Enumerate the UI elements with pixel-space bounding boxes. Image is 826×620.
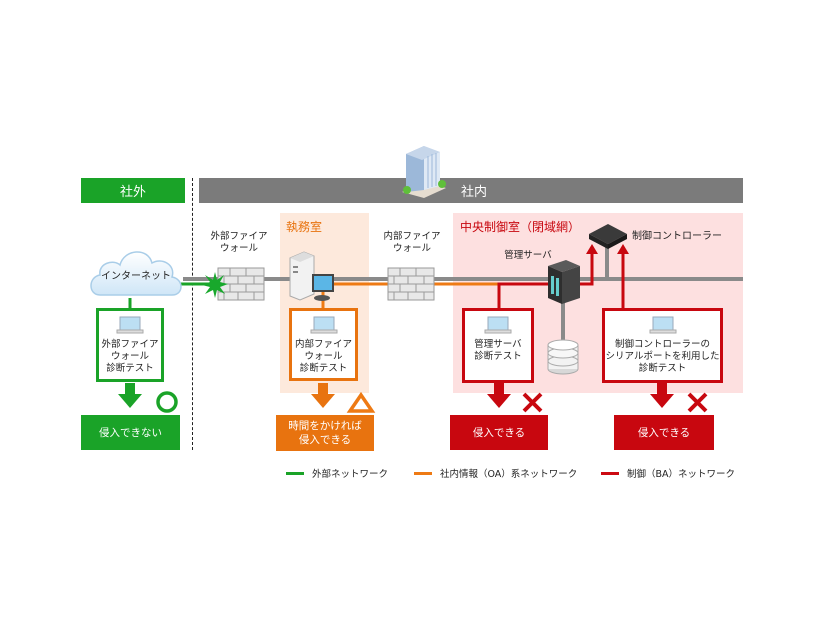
external-firewall-test-box: 外部ファイア ウォール 診断テスト [96,308,164,382]
management-server-label: 管理サーバ [504,250,552,261]
legend-label: 制御（BA）ネットワーク [627,469,736,480]
ba-arrow-head-1 [586,244,598,254]
management-server-test-box: 管理サーバ 診断テスト [462,308,534,383]
laptop-icon [649,316,677,336]
controller-label: 制御コントローラー [632,231,722,242]
boundary-divider [192,178,193,450]
attack-burst-icon [202,272,228,298]
controller-serial-test-box: 制御コントローラーの シリアルポートを利用した 診断テスト [602,308,723,383]
legend-label: 外部ネットワーク [312,469,389,480]
external-firewall-label: 外部ファイア ウォール [210,231,268,254]
building-icon [402,146,446,198]
legend-item-oa: 社内情報（OA）系ネットワーク [414,466,577,480]
ba-arrow-head-2 [617,244,629,254]
legend-swatch [414,471,432,475]
ba-network-line [497,252,594,309]
laptop-icon [310,316,338,336]
legend-swatch [286,471,304,475]
internal-firewall-label: 内部ファイア ウォール [383,231,441,254]
management-server-icon [548,260,580,304]
circle-ok-icon [156,391,178,413]
controller-icon [589,224,627,249]
external-firewall-icon [217,267,265,301]
outside-header-label: 社外 [119,185,146,200]
legend-label: 社内情報（OA）系ネットワーク [440,469,578,480]
controller-serial-test-label: 制御コントローラーの シリアルポートを利用した 診断テスト [605,339,720,374]
laptop-icon [116,316,144,336]
legend-swatch [601,471,619,475]
outside-header: 社外 [81,178,185,203]
office-zone-title: 執務室 [286,220,323,234]
internet-label: インターネット [101,271,171,282]
inside-header-label: 社内 [461,185,488,200]
down-arrow-icon [118,383,142,408]
pc-workstation-icon [289,251,334,301]
result-internal: 時間をかければ 侵入できる [276,415,374,451]
management-server-test-label: 管理サーバ 診断テスト [474,339,522,362]
internal-firewall-test-label: 内部ファイア ウォール 診断テスト [294,339,352,374]
laptop-icon [484,316,512,336]
inside-header: 社内 [199,178,743,203]
database-icon [547,339,579,375]
internal-firewall-icon [387,267,435,301]
internal-firewall-test-box: 内部ファイア ウォール 診断テスト [289,308,358,381]
result-management-server: 侵入できる [450,415,548,450]
internet-cloud-icon [90,251,182,296]
down-arrow-icon [311,383,335,408]
legend-item-external: 外部ネットワーク [286,466,388,480]
cross-ng-icon [687,392,708,413]
result-external: 侵入できない [81,415,180,450]
external-firewall-test-label: 外部ファイア ウォール 診断テスト [101,339,159,374]
control-room-title: 中央制御室（閉域網） [460,220,581,234]
cross-ng-icon [522,392,543,413]
triangle-caution-icon [346,391,376,413]
legend-item-ba: 制御（BA）ネットワーク [601,466,735,480]
down-arrow-icon [650,383,674,408]
down-arrow-icon [487,383,511,408]
result-controller: 侵入できる [614,415,714,450]
